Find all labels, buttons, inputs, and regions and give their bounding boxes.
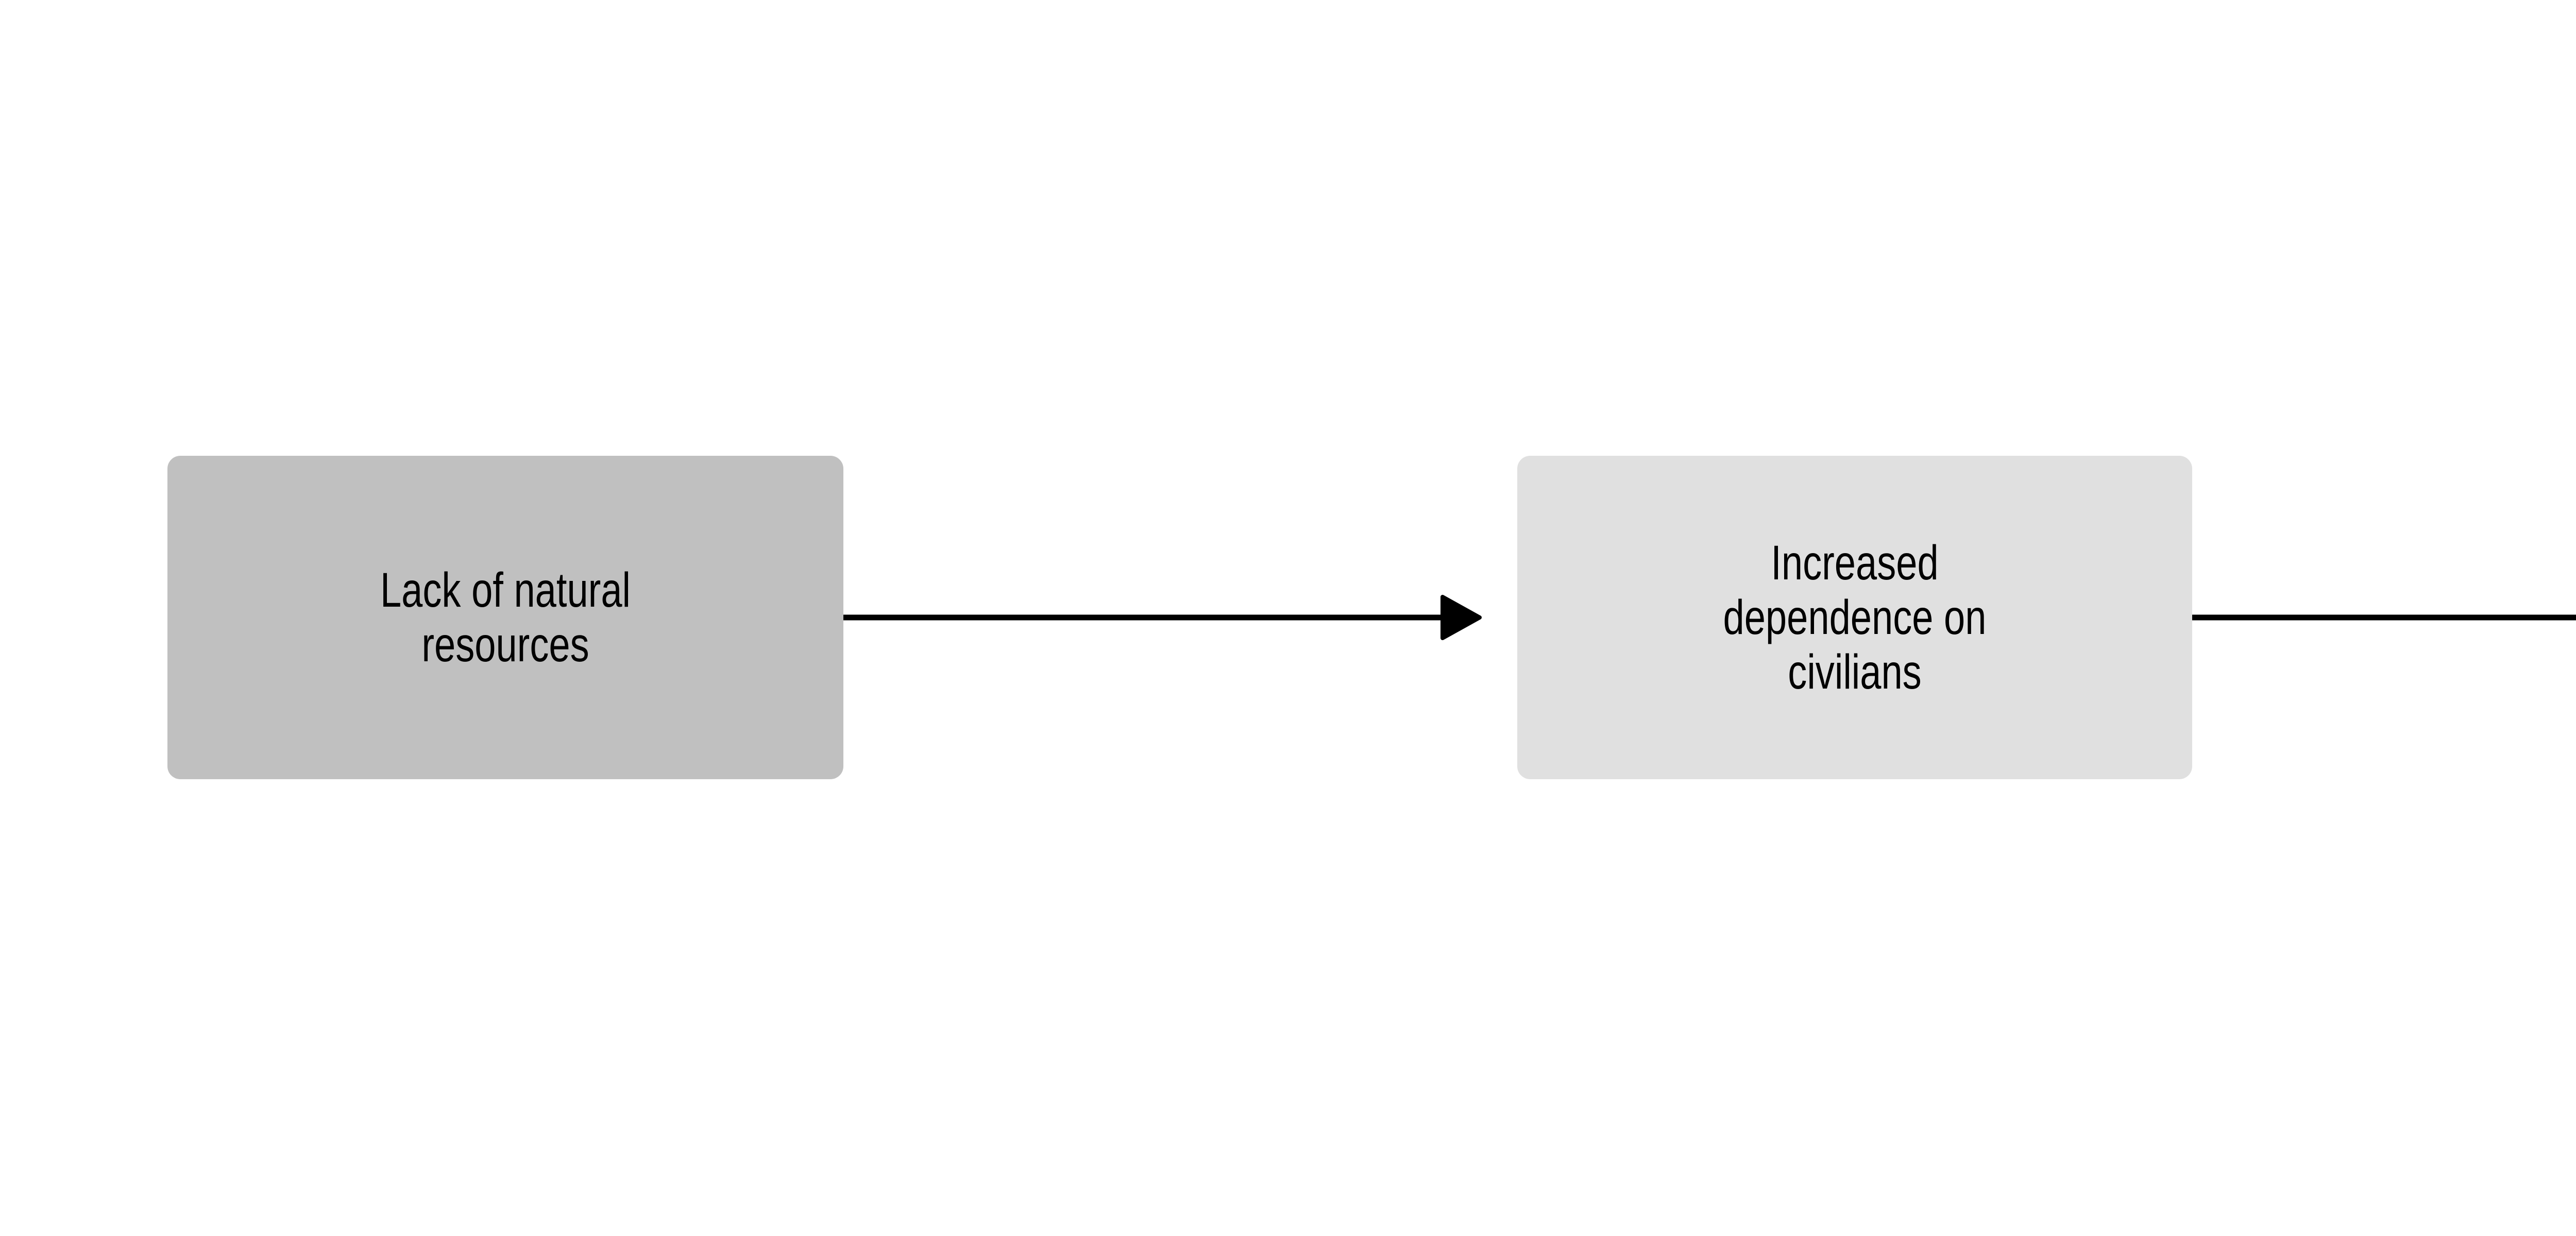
edge-node2-to-node3 xyxy=(2187,614,2576,621)
edge-node1-to-node2 xyxy=(838,595,1482,640)
arrowhead-icon xyxy=(1440,595,1482,640)
node-lack-of-natural-resources[interactable]: Lack of natural resources xyxy=(167,456,843,779)
node-label: Increased dependence on civilians xyxy=(1723,536,1987,699)
node-increased-dependence-on-civilians[interactable]: Increased dependence on civilians xyxy=(1517,456,2192,779)
node-label: Lack of natural resources xyxy=(380,563,631,672)
